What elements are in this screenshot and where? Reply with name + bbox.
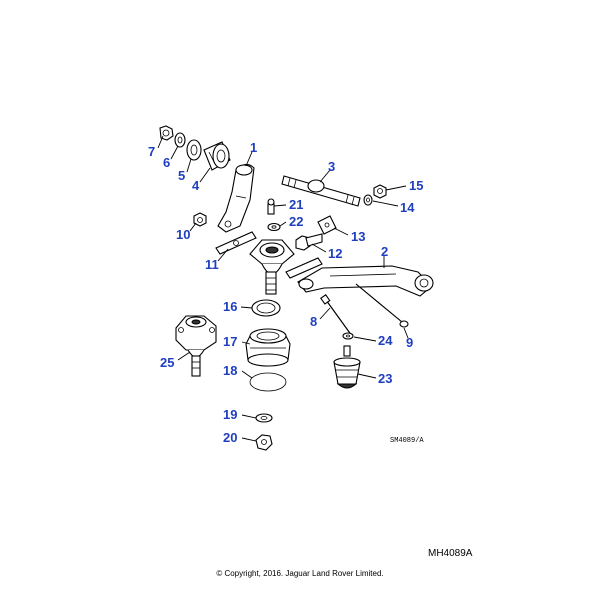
- upper-ball-joint: [249, 239, 295, 295]
- part-14-washer: [363, 194, 373, 206]
- part-18-o-ring: [249, 372, 287, 392]
- callout-7: 7: [148, 144, 155, 159]
- part-10-nut: [193, 212, 207, 227]
- callout-16: 16: [223, 299, 237, 314]
- copyright-notice: © Copyright, 2016. Jaguar Land Rover Lim…: [216, 569, 383, 578]
- callout-12: 12: [328, 246, 342, 261]
- illustration-code: SM4089/A: [390, 437, 424, 445]
- callout-5: 5: [178, 168, 185, 183]
- part-20-nut: [255, 434, 273, 451]
- callout-4: 4: [192, 178, 200, 193]
- part-22-washer: [267, 222, 281, 232]
- callout-20: 20: [223, 430, 237, 445]
- callout-25: 25: [160, 355, 174, 370]
- callout-2: 2: [381, 244, 388, 259]
- part-23-bump-stop: [333, 345, 361, 389]
- callout-6: 6: [163, 155, 170, 170]
- part-15-nut: [373, 184, 387, 199]
- part-13-lock-plate: [317, 215, 337, 235]
- callout-23: 23: [378, 371, 392, 386]
- part-6-washer: [174, 132, 186, 148]
- part-25-lower-ball-joint: [175, 315, 217, 377]
- callout-11: 11: [205, 257, 219, 272]
- callout-24: 24: [378, 333, 393, 348]
- callout-22: 22: [289, 214, 303, 229]
- callout-17: 17: [223, 334, 237, 349]
- part-17-dust-cover: [245, 328, 291, 367]
- part-3-rod: [281, 175, 361, 207]
- part-2-wishbone: [297, 265, 434, 297]
- part-1-arm: [217, 163, 255, 233]
- part-12-bolt: [295, 233, 323, 251]
- callout-3: 3: [328, 159, 335, 174]
- part-24-washer: [342, 332, 354, 340]
- callout-9: 9: [406, 335, 413, 350]
- sheet-code: MH4089A: [428, 548, 473, 559]
- callout-19: 19: [223, 407, 237, 422]
- part-16-seal: [251, 299, 281, 317]
- callout-18: 18: [223, 363, 237, 378]
- callout-1: 1: [250, 140, 257, 155]
- callout-13: 13: [351, 229, 365, 244]
- shim-plate: [285, 257, 323, 279]
- part-5-washer: [186, 139, 202, 161]
- callout-8: 8: [310, 314, 317, 329]
- callout-10: 10: [176, 227, 190, 242]
- part-8-bolt: [320, 294, 353, 337]
- part-19-washer: [255, 413, 273, 423]
- part-21-grease-nipple: [267, 198, 275, 215]
- callout-numbers: 7 6 5 4 1 10 11 21 22 3 15 14 13 12 2 8 …: [148, 140, 423, 445]
- part-11-clip: [215, 231, 257, 255]
- part-4-bush: [203, 141, 231, 171]
- leader-lines: [157, 135, 409, 442]
- callout-21: 21: [289, 197, 303, 212]
- callout-14: 14: [400, 200, 415, 215]
- part-9-bolt: [355, 283, 409, 328]
- callout-15: 15: [409, 178, 423, 193]
